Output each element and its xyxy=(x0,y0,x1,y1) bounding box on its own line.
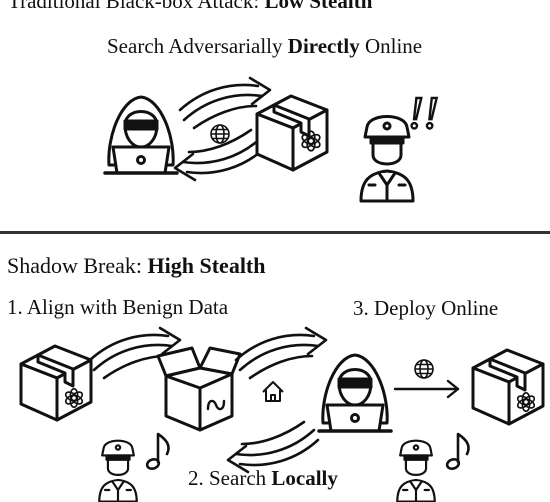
top-heading-emphasis: Low Stealth xyxy=(264,0,373,13)
step3-label: 3. Deploy Online xyxy=(353,296,499,320)
top-caption-suffix: Online xyxy=(359,34,423,58)
top-caption-prefix: Search Adversarially xyxy=(107,34,288,58)
closed-box-icon xyxy=(19,344,93,422)
deploy-arrow-icon xyxy=(393,379,460,399)
police-officer-icon xyxy=(359,115,415,203)
globe-icon xyxy=(210,124,230,144)
closed-box-icon xyxy=(255,94,329,172)
music-note-icon xyxy=(444,432,470,472)
step2-emphasis: Locally xyxy=(271,466,338,490)
hooded-attacker-icon xyxy=(103,95,179,175)
bottom-heading-emphasis: High Stealth xyxy=(147,253,266,278)
step2-prefix: 2. Search xyxy=(188,466,272,490)
music-note-icon xyxy=(144,432,170,472)
step2-label: 2. Search Locally xyxy=(188,468,338,489)
hooded-attacker-icon xyxy=(317,353,393,433)
police-officer-icon xyxy=(98,439,138,502)
step1-label: 1. Align with Benign Data xyxy=(7,295,229,319)
closed-box-icon xyxy=(471,348,545,426)
home-icon xyxy=(262,381,284,402)
top-caption-emphasis: Directly xyxy=(287,34,360,58)
globe-icon xyxy=(414,359,434,379)
top-caption: Search Adversarially Directly Online xyxy=(107,36,422,57)
bottom-heading: Shadow Break: High Stealth xyxy=(7,255,266,277)
return-double-arrow xyxy=(226,420,320,474)
meta-logo-icon xyxy=(206,399,226,411)
alert-marks: !! xyxy=(408,87,439,138)
top-heading-prefix: Traditional Black-box Attack: xyxy=(8,0,265,13)
bottom-heading-prefix: Shadow Break: xyxy=(7,253,148,278)
section-divider xyxy=(0,231,550,234)
open-box-icon xyxy=(156,346,242,432)
return-double-arrow xyxy=(173,128,267,182)
search-double-arrow xyxy=(234,326,328,380)
top-heading: Traditional Black-box Attack: Low Stealt… xyxy=(8,0,372,12)
police-officer-icon xyxy=(396,439,436,502)
